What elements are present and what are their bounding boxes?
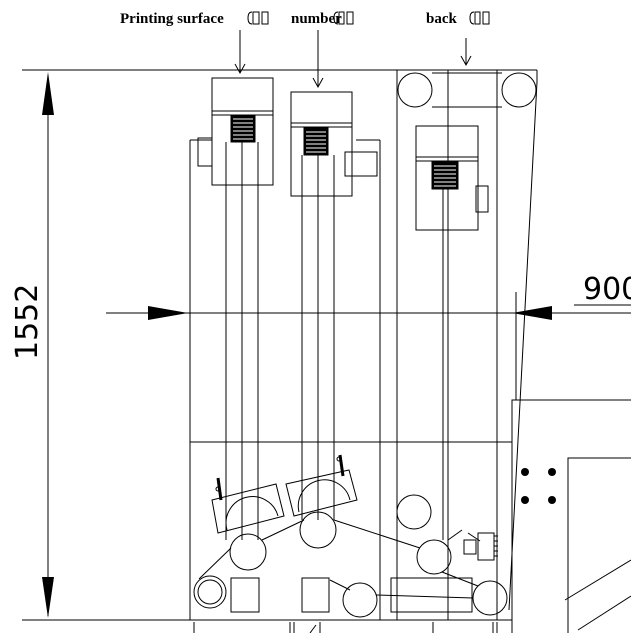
printing-surface-ccd-camera: [197, 77, 274, 540]
label-arrows: [234, 30, 472, 89]
ccd-mark-printing: [247, 11, 269, 25]
number-ccd-camera: [290, 91, 378, 520]
number-label: number: [291, 11, 342, 27]
drive-gear: [463, 532, 498, 561]
right-lamp-housing: [285, 454, 358, 517]
width-dimension-line: [106, 304, 631, 320]
ccd-mark-back: [469, 11, 490, 25]
cabinet-bolts: [521, 468, 556, 504]
web-path: [198, 519, 481, 599]
guide-rollers: [193, 494, 508, 618]
machine-frame: [189, 69, 538, 621]
ccd-mark-number: [333, 11, 354, 25]
back-label: back: [426, 11, 458, 27]
height-dimension-value: 1552: [10, 284, 45, 360]
right-cabinet: [511, 399, 631, 633]
back-ccd-camera: [415, 125, 489, 540]
bottom-feet: [193, 622, 498, 633]
height-dimension-line: [22, 69, 400, 621]
left-lamp-housing: [211, 477, 285, 534]
printing-surface-label: Printing surface: [120, 11, 224, 27]
width-dimension-value: 900: [583, 272, 631, 307]
back-top-rollers: [397, 70, 537, 620]
lower-boxes: [230, 577, 473, 613]
